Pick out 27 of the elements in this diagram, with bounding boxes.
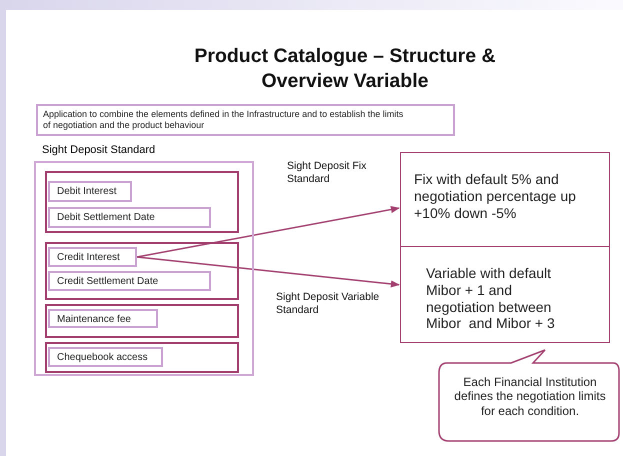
- item-box: [48, 181, 132, 202]
- node-text: Debit Interest: [57, 186, 118, 198]
- node-text: Maintenance fee: [57, 314, 132, 326]
- node-text: Debit Settlement Date: [57, 212, 156, 224]
- info-box: [400, 246, 610, 343]
- node-text: Credit Interest: [57, 252, 121, 264]
- title: Product Catalogue – Structure & Overview Variable: [193, 44, 497, 94]
- arrow: [136, 206, 400, 258]
- item-box: [48, 309, 158, 328]
- group-heading: Sight Deposit Standard: [42, 144, 156, 158]
- item-box: [48, 271, 211, 291]
- item-box: [48, 207, 211, 228]
- group-box: [45, 171, 239, 233]
- arrow: [136, 256, 400, 288]
- info-box: [400, 152, 610, 247]
- node-text: Chequebook access: [57, 352, 149, 364]
- item-box: [48, 347, 163, 367]
- group-box: [45, 342, 239, 373]
- note-box: [36, 104, 455, 136]
- group-box: [45, 304, 239, 338]
- node-text: Fix with default 5% and negotiation percentage up +10% down -5%: [414, 171, 577, 222]
- node-text: Variable with default Mibor + 1 and negotiation between Mibor and Mibor + 3: [426, 265, 556, 332]
- group-box: [45, 242, 239, 300]
- node-text: Credit Settlement Date: [57, 276, 160, 288]
- item-box: [48, 247, 137, 267]
- node-text: Application to combine the elements defined in the Infrastructure and to establish the limits of negotiation and the product behaviour: [43, 109, 404, 131]
- node-text: Each Financial Institution defines the negotiation limits for each condition.: [453, 375, 607, 418]
